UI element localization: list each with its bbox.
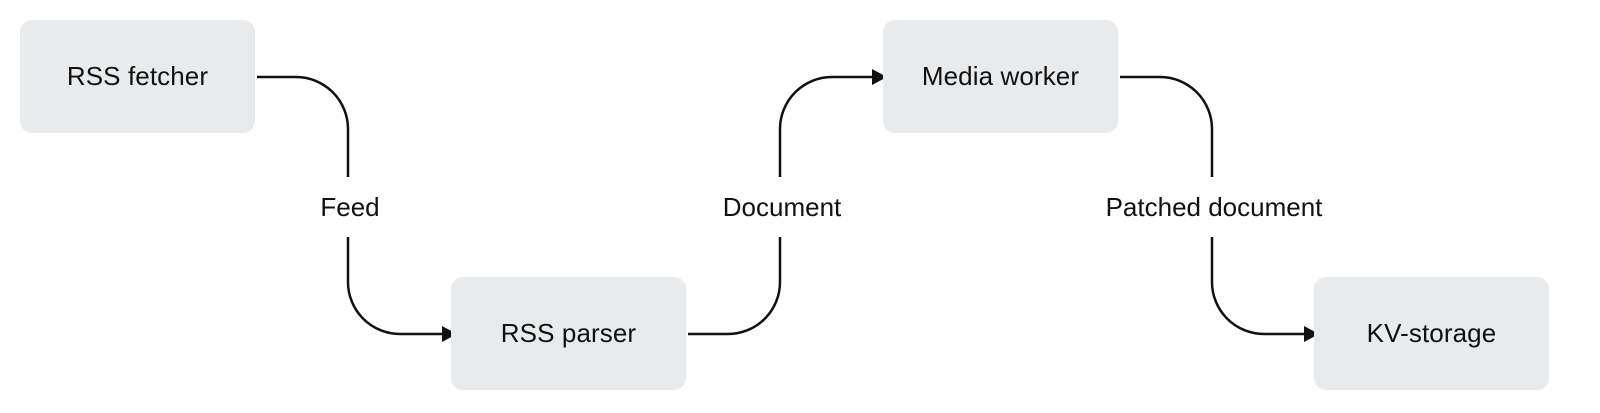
arrowhead-icon bbox=[872, 69, 887, 85]
node-label: RSS fetcher bbox=[66, 61, 209, 91]
edge-label-feed: Feed bbox=[320, 192, 380, 222]
edge-document bbox=[688, 69, 887, 336]
edge-patched-document bbox=[1120, 75, 1319, 342]
node-label: Media worker bbox=[921, 61, 1080, 91]
node-media-worker: Media worker bbox=[883, 20, 1118, 133]
node-label: KV-storage bbox=[1366, 318, 1497, 348]
node-label: RSS parser bbox=[500, 318, 637, 348]
edge-label-document: Document bbox=[722, 192, 842, 222]
node-kv-storage: KV-storage bbox=[1314, 277, 1549, 390]
edge-feed bbox=[257, 75, 457, 342]
edge-label-patched-document: Patched document bbox=[1105, 192, 1323, 222]
node-rss-parser: RSS parser bbox=[451, 277, 686, 390]
arrowhead-icon bbox=[442, 326, 457, 342]
arrowhead-icon bbox=[1304, 326, 1319, 342]
node-rss-fetcher: RSS fetcher bbox=[20, 20, 255, 133]
